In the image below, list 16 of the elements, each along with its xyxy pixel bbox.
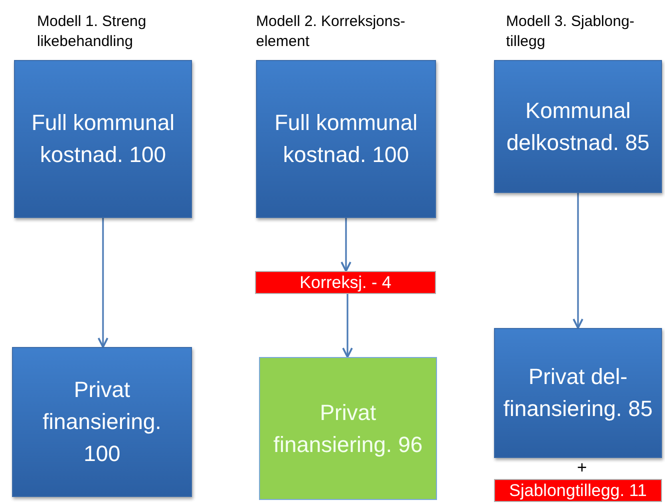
process-box: Privat finansiering. 100 — [12, 347, 192, 497]
column-heading: Modell 2. Korreksjons- element — [256, 12, 406, 51]
process-box: Kommunal delkostnad. 85 — [494, 60, 662, 193]
arrow — [342, 294, 353, 358]
process-box: Privat del- finansiering. 85 — [494, 328, 662, 458]
column-heading: Modell 3. Sjablong- tillegg — [506, 12, 636, 51]
process-box: Full kommunal kostnad. 100 — [14, 60, 192, 218]
result-box: Privat finansiering. 96 — [259, 357, 437, 500]
process-box: Full kommunal kostnad. 100 — [256, 60, 436, 218]
arrow — [98, 218, 108, 348]
arrow — [340, 218, 352, 272]
correction-bar: Korreksj. - 4 — [255, 271, 436, 294]
supplement-bar: Sjablongtillegg. 11 — [494, 479, 662, 502]
arrow — [572, 193, 584, 329]
plus-sign: + — [576, 457, 588, 479]
column-heading: Modell 1. Streng likebehandling — [37, 12, 148, 51]
